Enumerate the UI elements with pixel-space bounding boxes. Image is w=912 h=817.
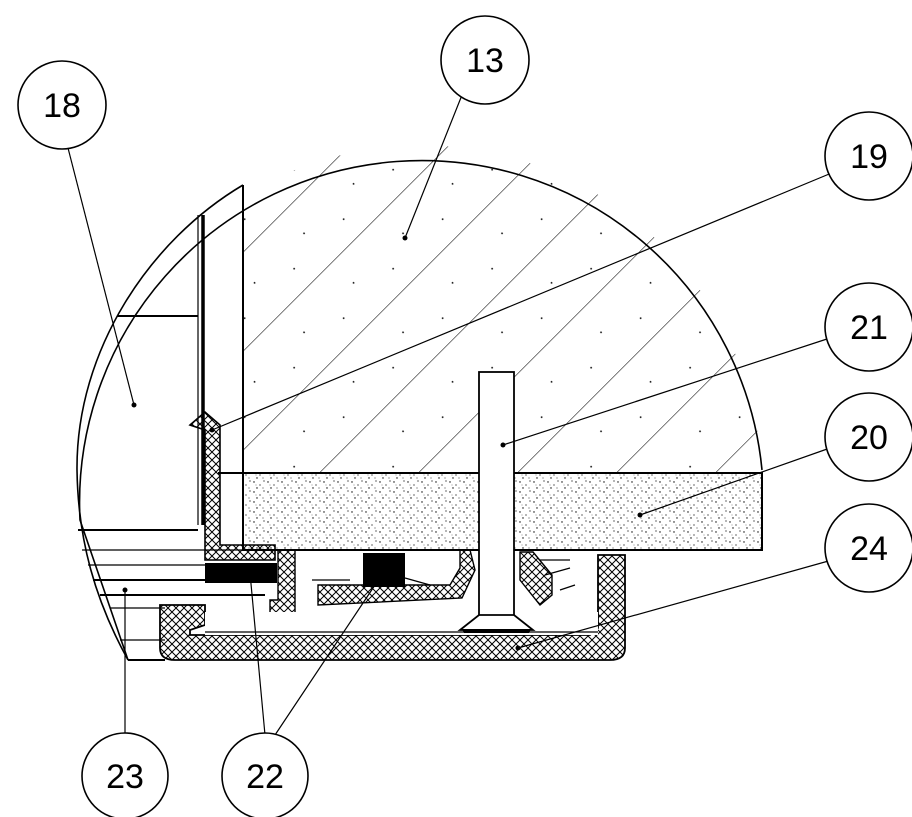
leader-21 (502, 337, 831, 446)
screw-head-fill (462, 629, 531, 633)
callout-18-circle (17, 60, 107, 150)
leader-18 (67, 147, 135, 406)
callout-21: 21 (824, 282, 912, 372)
carrier-profile (317, 549, 476, 606)
carrier-inner-lines (312, 559, 576, 591)
angle-profile (188, 410, 276, 561)
gasket-strip-center (363, 553, 405, 587)
callout-22: 22 (221, 732, 309, 817)
leader-13-dot (402, 235, 408, 241)
callout-21-label: 21 (850, 309, 888, 347)
leader-24-dot (515, 645, 521, 651)
leader-24 (517, 559, 833, 649)
detail-boundary-arc-left (76, 184, 244, 661)
detail-section (76, 145, 763, 661)
callout-24-label: 24 (850, 530, 888, 568)
callout-22-label: 22 (246, 758, 284, 796)
leader-22b (274, 572, 384, 736)
leader-13 (404, 94, 463, 239)
callout-18: 18 (17, 60, 107, 150)
leader-lines (67, 94, 835, 737)
leader-19 (211, 171, 835, 431)
callout-19: 19 (824, 111, 912, 201)
leader-20 (639, 447, 831, 516)
leader-23-dot (122, 587, 128, 593)
callout-20-circle (824, 392, 912, 482)
leader-19-dot (209, 427, 215, 433)
callout-23: 23 (81, 732, 169, 817)
callout-24: 24 (824, 503, 912, 593)
screw-shaft (478, 371, 515, 631)
callout-13-circle (440, 15, 530, 105)
callout-20-label: 20 (850, 419, 888, 457)
callout-20: 20 (824, 392, 912, 482)
leader-18-dot (131, 402, 137, 408)
leader-20-dot (637, 512, 643, 518)
callout-23-label: 23 (106, 758, 144, 796)
callout-19-label: 19 (850, 138, 888, 176)
callout-13-label: 13 (466, 42, 504, 80)
carrier-profile-right (519, 551, 553, 606)
leader-22a (249, 572, 266, 736)
gasket-strip-left (205, 563, 277, 583)
detail-boundary-arc (78, 159, 763, 661)
callout-22-circle (221, 732, 309, 817)
callout-24-circle (824, 503, 912, 593)
leader-21-dot (500, 442, 506, 448)
callout-21-circle (824, 282, 912, 372)
callout-18-label: 18 (43, 87, 81, 125)
callout-13: 13 (440, 15, 530, 105)
callout-23-circle (81, 732, 169, 817)
callout-19-circle (824, 111, 912, 201)
